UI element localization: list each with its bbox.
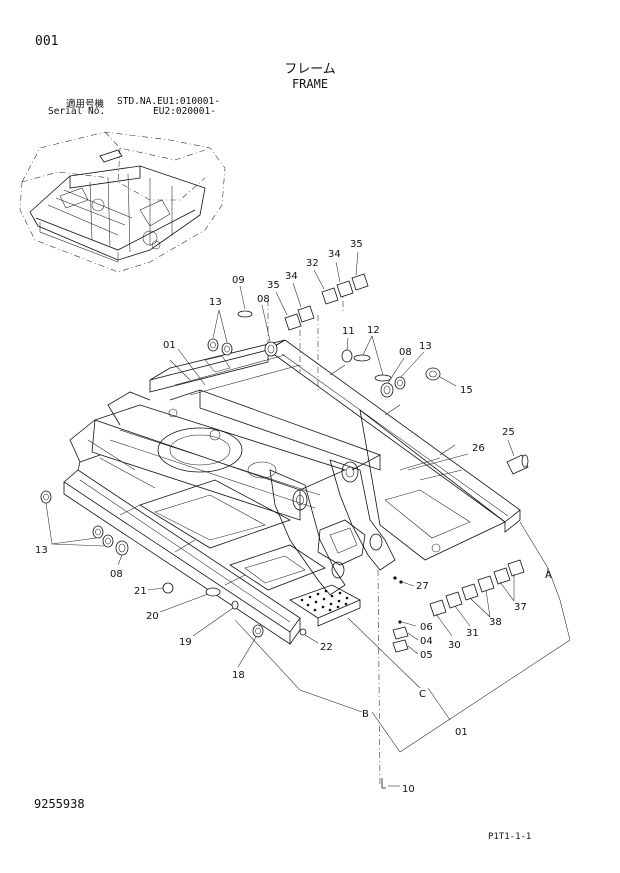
title-english: FRAME [291, 77, 329, 91]
callout-09: 09 [232, 275, 245, 286]
callout-27: 27 [416, 581, 429, 592]
callout-08-upper: 08 [257, 294, 270, 305]
page-code: P1T1-1-1 [488, 832, 532, 842]
main-frame-drawing [63, 288, 521, 786]
callout-01-assembly: 01 [455, 727, 468, 738]
callout-11: 11 [342, 326, 355, 337]
callout-12: 12 [367, 325, 380, 336]
callout-25: 25 [502, 427, 515, 438]
serial-label-jp: 適用号機 [66, 99, 105, 110]
callout-32: 32 [306, 258, 319, 269]
title-japanese: フレーム [284, 62, 336, 77]
callout-26: 26 [472, 443, 485, 454]
callout-05: 05 [420, 650, 433, 661]
machine-overview-inset [19, 131, 226, 273]
callout-18: 18 [232, 670, 245, 681]
callout-37: 37 [514, 602, 527, 613]
callout-C: C [419, 689, 426, 700]
callout-31: 31 [466, 628, 479, 639]
callout-08-lower: 08 [110, 569, 123, 580]
document-number: 9255938 [34, 797, 85, 811]
callout-19: 19 [179, 637, 192, 648]
callout-34-right: 34 [328, 249, 341, 260]
callout-01-frame: 01 [163, 340, 176, 351]
callout-38: 38 [489, 617, 502, 628]
page-number: 001 [35, 34, 59, 49]
callout-30: 30 [448, 640, 461, 651]
callout-10: 10 [402, 784, 415, 795]
callout-21: 21 [134, 586, 147, 597]
callout-06: 06 [420, 622, 433, 633]
callout-15: 15 [460, 385, 473, 396]
serial-eu1: STD.NA.EU1:010001- [117, 96, 220, 107]
serial-eu2: EU2:020001- [153, 106, 216, 117]
callout-08-right: 08 [399, 347, 412, 358]
callout-13-lower: 13 [35, 545, 48, 556]
callout-22: 22 [320, 642, 333, 653]
callout-34-left: 34 [285, 271, 298, 282]
callout-35-right: 35 [350, 239, 363, 250]
callout-13-upper: 13 [209, 297, 222, 308]
callout-A: A [545, 570, 552, 581]
part-shapes [40, 273, 529, 789]
callout-labels: 09 13 08 35 34 32 34 35 11 12 08 13 15 2… [35, 239, 552, 795]
callout-13-right: 13 [419, 341, 432, 352]
leader-lines [45, 251, 571, 787]
callout-04: 04 [420, 636, 433, 647]
callout-20: 20 [146, 611, 159, 622]
step-plate-holes [300, 589, 349, 612]
callout-B: B [362, 709, 369, 720]
serial-label-en: Serial No. [48, 106, 106, 117]
callout-35-left: 35 [267, 280, 280, 291]
